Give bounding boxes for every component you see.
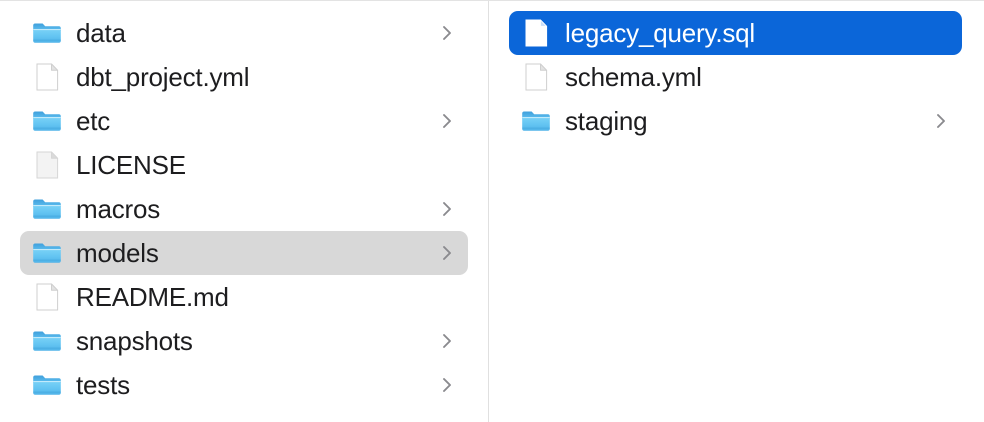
document-icon	[32, 281, 62, 313]
folder-icon	[32, 17, 62, 49]
list-item[interactable]: data	[20, 11, 468, 55]
list-item[interactable]: etc	[20, 99, 468, 143]
document-icon	[32, 61, 62, 93]
list-item[interactable]: legacy_query.sql	[509, 11, 962, 55]
chevron-right-icon[interactable]	[440, 243, 454, 263]
folder-icon	[32, 369, 62, 401]
list-item-label: etc	[76, 106, 111, 136]
folder-icon	[521, 105, 551, 137]
chevron-right-icon[interactable]	[440, 375, 454, 395]
list-item[interactable]: LICENSE	[20, 143, 468, 187]
folder-icon	[32, 193, 62, 225]
folder-icon	[32, 105, 62, 137]
list-item[interactable]: README.md	[20, 275, 468, 319]
list-item-label: README.md	[76, 282, 229, 312]
list-item-label: LICENSE	[76, 150, 186, 180]
column-two[interactable]: legacy_query.sql schema.yml staging	[489, 1, 984, 422]
plain-document-icon	[32, 149, 62, 181]
chevron-right-icon[interactable]	[440, 111, 454, 131]
list-item[interactable]: dbt_project.yml	[20, 55, 468, 99]
list-item[interactable]: macros	[20, 187, 468, 231]
list-item-label: snapshots	[76, 326, 193, 356]
list-item-label: models	[76, 238, 159, 268]
list-item-label: macros	[76, 194, 161, 224]
list-item[interactable]: tests	[20, 363, 468, 407]
list-item-label: schema.yml	[565, 62, 702, 92]
document-icon	[521, 17, 551, 49]
list-item-label: tests	[76, 370, 130, 400]
folder-icon	[32, 325, 62, 357]
list-item[interactable]: schema.yml	[509, 55, 962, 99]
chevron-right-icon[interactable]	[440, 331, 454, 351]
document-icon	[521, 61, 551, 93]
list-item-label: data	[76, 18, 126, 48]
list-item[interactable]: staging	[509, 99, 962, 143]
list-item-label: legacy_query.sql	[565, 18, 755, 48]
chevron-right-icon[interactable]	[934, 111, 948, 131]
list-item[interactable]: snapshots	[20, 319, 468, 363]
list-item-label: dbt_project.yml	[76, 62, 250, 92]
list-item[interactable]: models	[20, 231, 468, 275]
chevron-right-icon[interactable]	[440, 23, 454, 43]
list-item-label: staging	[565, 106, 648, 136]
chevron-right-icon[interactable]	[440, 199, 454, 219]
folder-icon	[32, 237, 62, 269]
